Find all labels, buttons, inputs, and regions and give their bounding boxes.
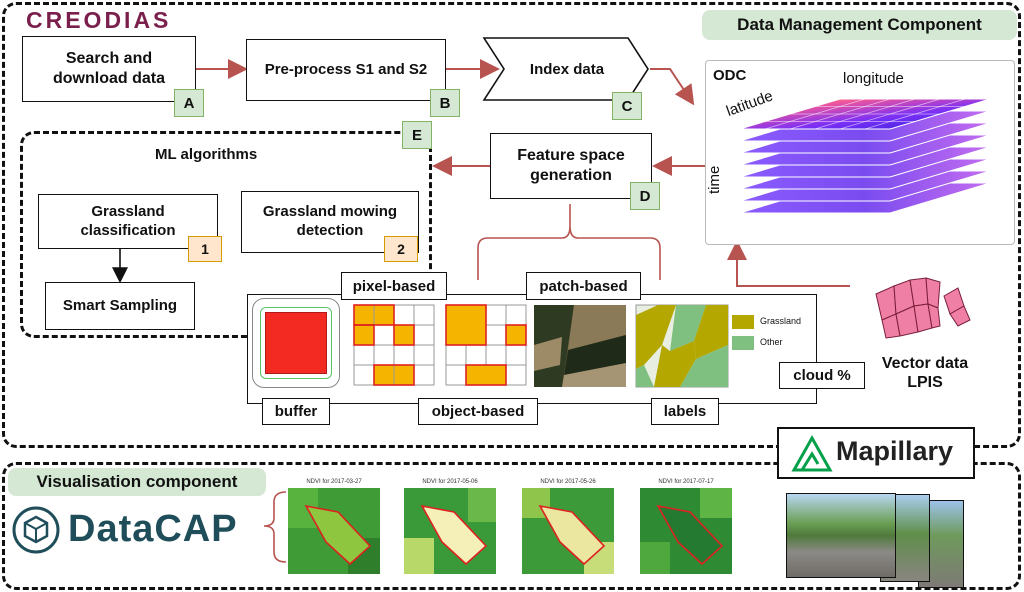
- ndvi-brace: [263, 491, 287, 563]
- ndvi-image-2: NDVI for 2017-05-06: [404, 479, 496, 574]
- datacap-logo-icon: [12, 506, 60, 554]
- buffer-illustration: [252, 298, 340, 388]
- vector-data-line1: Vector data: [881, 355, 969, 372]
- feature-space-box: Feature space generation: [490, 133, 652, 199]
- feature-brace: [477, 204, 661, 280]
- ndvi-title-1: NDVI for 2017-03-27: [306, 479, 362, 485]
- ndvi-title-3: NDVI for 2017-05-26: [540, 479, 596, 485]
- vector-data-line2: LPIS: [907, 374, 943, 392]
- ml-algorithms-container: [20, 131, 432, 338]
- patch-based-label: patch-based: [526, 272, 641, 300]
- pixel-based-label: pixel-based: [341, 272, 447, 300]
- ndvi-image-4: NDVI for 2017-07-17: [640, 479, 732, 574]
- lpis-parcels-icon: [875, 277, 971, 339]
- data-management-container: [2, 2, 1021, 448]
- index-data-label: Index data: [529, 61, 605, 78]
- smart-sampling-box: Smart Sampling: [45, 282, 195, 330]
- labels-label: labels: [651, 398, 719, 425]
- object-based-label: object-based: [418, 398, 538, 425]
- search-download-box: Search and download data: [22, 36, 196, 102]
- ml-title: ML algorithms: [155, 146, 258, 163]
- patch-satellite-image: [534, 305, 626, 387]
- ndvi-image-1: NDVI for 2017-03-27: [288, 479, 380, 574]
- badge-2: 2: [384, 236, 418, 262]
- odc-time-label: time: [706, 165, 723, 194]
- ndvi-title-2: NDVI for 2017-05-06: [422, 479, 478, 485]
- badge-d: D: [630, 182, 660, 210]
- visualisation-title: Visualisation component: [8, 468, 266, 496]
- vector-data-label: Vector data LPIS: [870, 354, 980, 392]
- legend-other-swatch: [732, 336, 754, 350]
- odc-cube: [739, 98, 991, 214]
- mapillary-logo-icon: [791, 434, 833, 472]
- street-photo-front: [786, 493, 896, 578]
- creodias-logo: CREODIAS: [26, 7, 172, 33]
- odc-top-grid: [764, 98, 966, 130]
- object-grid-illustration: [445, 304, 527, 386]
- badge-1: 1: [188, 236, 222, 262]
- legend-grassland-swatch: [732, 315, 754, 329]
- buffer-label: buffer: [262, 398, 330, 425]
- odc-layers: [739, 98, 991, 214]
- legend-grassland-label: Grassland: [760, 316, 802, 326]
- badge-c: C: [612, 92, 642, 120]
- ndvi-image-3: NDVI for 2017-05-26: [522, 479, 614, 574]
- mapillary-label: Mapillary: [836, 436, 954, 466]
- cloud-percent-label: cloud %: [779, 362, 865, 389]
- badge-a: A: [174, 89, 204, 117]
- badge-b: B: [430, 89, 460, 117]
- odc-title: ODC: [713, 67, 747, 84]
- ndvi-title-4: NDVI for 2017-07-17: [658, 479, 714, 485]
- visualisation-container: [2, 462, 1021, 590]
- badge-e: E: [402, 121, 432, 149]
- pixel-grid-illustration: [353, 304, 435, 386]
- data-management-title: Data Management Component: [702, 10, 1017, 40]
- arrow-c-to-odc: [650, 68, 695, 106]
- legend-other-label: Other: [760, 337, 783, 347]
- odc-longitude-label: longitude: [843, 70, 904, 87]
- labels-map-image: [635, 304, 729, 388]
- preprocess-box: Pre-process S1 and S2: [246, 39, 446, 101]
- datacap-wordmark: DataCAP: [68, 508, 238, 550]
- arrow-lpis-to-odc: [727, 240, 850, 287]
